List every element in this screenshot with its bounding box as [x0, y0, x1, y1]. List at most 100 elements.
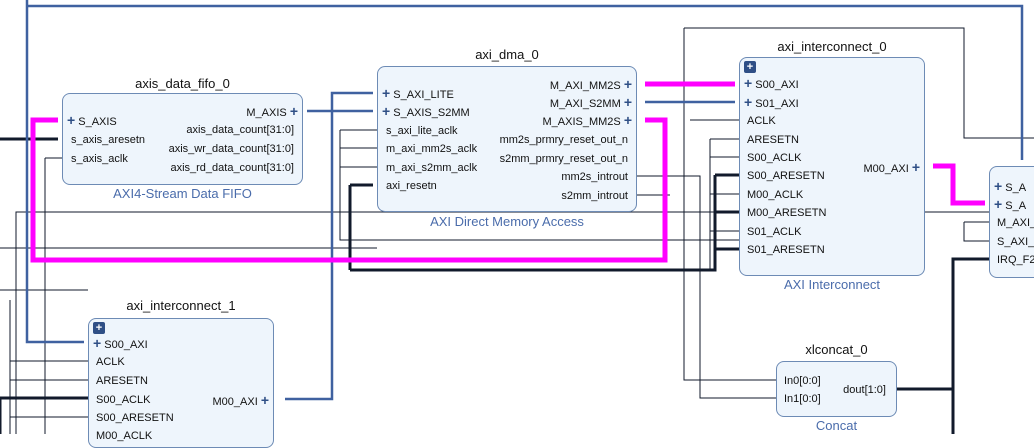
port-s00-aresetn[interactable]: S00_ARESETN: [747, 170, 825, 182]
axi-lite-bus: [285, 91, 373, 401]
axi-bus-top: [27, 4, 1024, 160]
expand-icon[interactable]: +: [623, 112, 632, 128]
expand-icon[interactable]: +: [744, 94, 753, 110]
port-s01-axi[interactable]: + S01_AXI: [744, 94, 799, 110]
port-s01-aclk[interactable]: S01_ACLK: [747, 226, 802, 238]
axi-dma-block[interactable]: + S_AXI_LITE + S_AXIS_S2MM s_axi_lite_ac…: [377, 66, 637, 212]
port-m-axi-s2mm[interactable]: M_AXI_S2MM +: [549, 94, 632, 110]
port-m00-aresetn[interactable]: M00_ARESETN: [747, 207, 827, 219]
expand-icon[interactable]: +: [67, 112, 76, 128]
dma-title: axi_dma_0: [475, 47, 539, 62]
ic0-m00-to-ps: [933, 163, 985, 206]
dma-type: AXI Direct Memory Access: [430, 214, 584, 229]
port-s00-aclk[interactable]: S00_ACLK: [747, 152, 802, 164]
port-label: S_A: [1005, 182, 1027, 194]
port-m-axi-s2mm-aclk[interactable]: m_axi_s2mm_aclk: [386, 162, 478, 174]
port-s00-aresetn[interactable]: S00_ARESETN: [96, 412, 174, 424]
port-s-axis-aclk[interactable]: s_axis_aclk: [71, 153, 128, 165]
aclk-net: [683, 27, 1034, 381]
dma-clock-net: [339, 129, 690, 241]
port-s2mm-prmry-reset[interactable]: s2mm_prmry_reset_out_n: [499, 153, 628, 165]
port-s2mm-introut[interactable]: s2mm_introut: [561, 190, 628, 202]
axi-interconnect-0-block[interactable]: + + S00_AXI + S01_AXI ACLK ARESETN S00_A…: [739, 57, 925, 276]
port-in0[interactable]: In0[0:0]: [784, 375, 821, 387]
port-irq-f2p[interactable]: IRQ_F2: [997, 254, 1034, 266]
port-mm2s-prmry-reset[interactable]: mm2s_prmry_reset_out_n: [499, 134, 628, 146]
port-m-axi-mm2s-aclk[interactable]: m_axi_mm2s_aclk: [386, 143, 478, 155]
port-s-axis-aresetn[interactable]: s_axis_aresetn: [71, 134, 145, 146]
port-m00-axi[interactable]: M00_AXI +: [212, 392, 270, 408]
expand-icon[interactable]: +: [382, 103, 391, 119]
port-s-axis-s2mm[interactable]: + S_AXIS_S2MM: [382, 103, 470, 119]
port-label: S01_AXI: [755, 98, 799, 110]
misc-net: [0, 247, 377, 434]
port-label: M_AXI_S2MM: [549, 98, 621, 110]
expand-icon[interactable]: +: [994, 178, 1003, 194]
port-axis-data-count[interactable]: axis_data_count[31:0]: [186, 124, 294, 136]
port-in1[interactable]: In1[0:0]: [784, 393, 821, 405]
port-s-axi-lite-aclk[interactable]: s_axi_lite_aclk: [386, 125, 458, 137]
port-axis-wr-data-count[interactable]: axis_wr_data_count[31:0]: [168, 143, 294, 155]
port-m00-aclk[interactable]: M00_ACLK: [747, 189, 804, 201]
axi-interconnect-1-block[interactable]: + + S00_AXI ACLK ARESETN S00_ACLK S00_AR…: [88, 318, 274, 448]
expand-icon[interactable]: +: [289, 103, 298, 119]
expand-icon[interactable]: +: [93, 335, 102, 351]
fifo-type: AXI4-Stream Data FIFO: [113, 186, 252, 201]
port-label: S00_AXI: [104, 339, 148, 351]
concat-title: xlconcat_0: [805, 342, 868, 357]
port-axis-rd-data-count[interactable]: axis_rd_data_count[31:0]: [170, 162, 294, 174]
axi-bus-ic1-s00: [25, 0, 84, 344]
port-label: S_AXI_LITE: [393, 89, 454, 101]
expand-icon[interactable]: +: [382, 85, 391, 101]
port-s00-axi[interactable]: + S00_AXI: [744, 75, 799, 91]
port-label: S_A: [1005, 200, 1027, 212]
port-m-axi-mm2s[interactable]: M_AXI_MM2S +: [549, 76, 632, 92]
expand-icon[interactable]: +: [911, 159, 920, 175]
port-label: M_AXI_MM2S: [549, 80, 621, 92]
expand-icon[interactable]: +: [623, 76, 632, 92]
port-m-axis-mm2s[interactable]: M_AXIS_MM2S +: [542, 112, 633, 128]
port-s01-aresetn[interactable]: S01_ARESETN: [747, 244, 825, 256]
port-s-axi-0[interactable]: + S_A: [994, 178, 1027, 194]
port-m-axi-aclk[interactable]: M_AXI_: [997, 217, 1034, 229]
port-label: S_AXIS_S2MM: [393, 107, 470, 119]
port-s-axi-aclk[interactable]: S_AXI_: [997, 236, 1034, 248]
port-dout[interactable]: dout[1:0]: [843, 384, 886, 396]
port-axi-resetn[interactable]: axi_resetn: [386, 180, 437, 192]
zynq-ps-block[interactable]: + S_A + S_A M_AXI_ S_AXI_ IRQ_F2: [989, 166, 1034, 278]
port-m00-aclk[interactable]: M00_ACLK: [96, 430, 153, 442]
expand-icon[interactable]: +: [744, 75, 753, 91]
expand-block-icon[interactable]: +: [744, 61, 756, 73]
expand-icon[interactable]: +: [623, 94, 632, 110]
concat-type: Concat: [815, 418, 858, 433]
port-aclk[interactable]: ACLK: [96, 356, 125, 368]
port-s-axi-1[interactable]: + S_A: [994, 196, 1027, 212]
wire-layer: [0, 0, 1034, 434]
port-label: M00_AXI: [212, 396, 258, 408]
ic1-net: [0, 396, 88, 434]
port-m00-axi[interactable]: M00_AXI +: [863, 159, 921, 175]
ic0-title: axi_interconnect_0: [777, 39, 887, 54]
resetn-net: [348, 173, 739, 272]
port-s-axis[interactable]: + S_AXIS: [67, 112, 117, 128]
port-s00-aclk[interactable]: S00_ACLK: [96, 394, 151, 406]
port-label: S_AXIS: [78, 116, 117, 128]
port-label: M00_AXI: [863, 163, 909, 175]
port-m-axis[interactable]: M_AXIS +: [246, 103, 298, 119]
fifo-aclk-net: [44, 157, 62, 434]
port-label: M_AXIS_MM2S: [542, 116, 621, 128]
port-mm2s-introut[interactable]: mm2s_introut: [561, 171, 628, 183]
expand-icon[interactable]: +: [260, 392, 269, 408]
xlconcat-block[interactable]: In0[0:0] In1[0:0] dout[1:0]: [776, 361, 897, 417]
irq-net: [897, 257, 989, 434]
reset-net: [709, 138, 989, 270]
expand-icon[interactable]: +: [994, 196, 1003, 212]
port-aresetn[interactable]: ARESETN: [96, 375, 148, 387]
port-s00-axi[interactable]: + S00_AXI: [93, 335, 148, 351]
port-s-axi-lite[interactable]: + S_AXI_LITE: [382, 85, 454, 101]
axis-data-fifo-block[interactable]: + S_AXIS s_axis_aresetn s_axis_aclk M_AX…: [62, 93, 303, 185]
expand-block-icon[interactable]: +: [93, 322, 105, 334]
port-aresetn[interactable]: ARESETN: [747, 134, 799, 146]
port-aclk[interactable]: ACLK: [747, 115, 776, 127]
port-label: S00_AXI: [755, 79, 799, 91]
